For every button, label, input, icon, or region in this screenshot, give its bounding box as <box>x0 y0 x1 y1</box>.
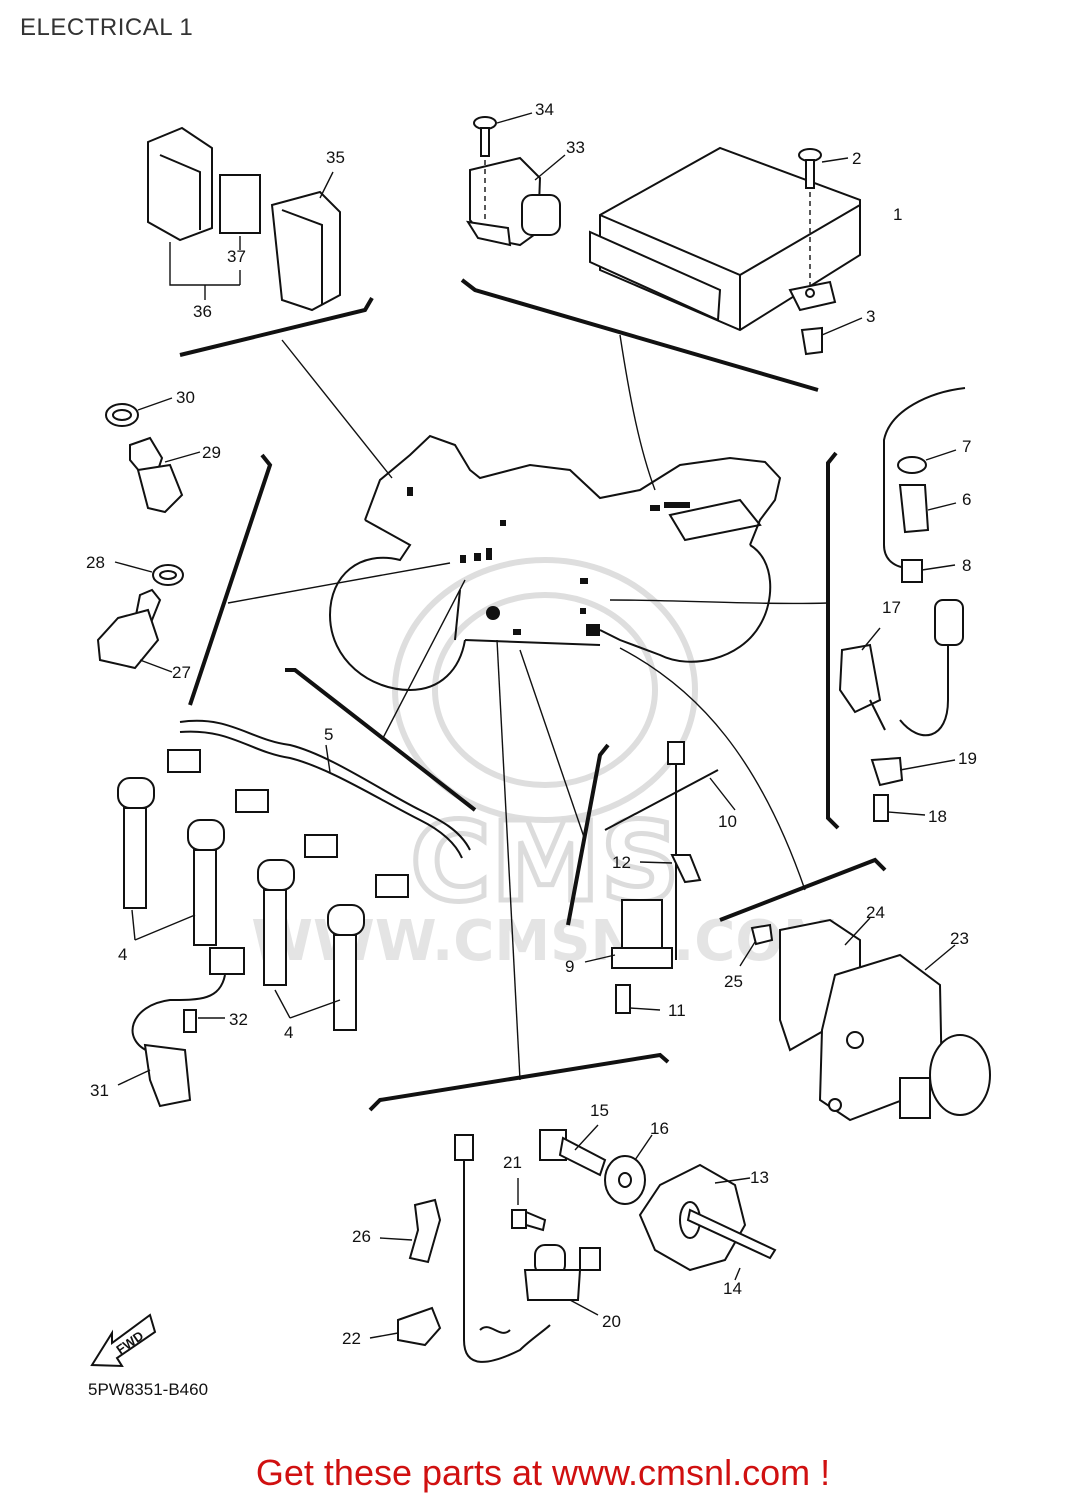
part-bolt-32 <box>183 1009 225 1033</box>
callout-labels: 1 2 3 4 4 5 6 7 8 9 10 11 12 13 14 15 16… <box>86 100 977 1348</box>
callout-31: 31 <box>90 1081 109 1100</box>
part-harness-5 <box>167 719 471 898</box>
callout-22: 22 <box>342 1329 361 1348</box>
part-washer-16 <box>604 1134 653 1205</box>
part-grommet-3 <box>800 317 863 356</box>
part-throttle-23-24 <box>779 917 991 1122</box>
part-washer-28 <box>114 561 184 586</box>
promo-banner[interactable]: Get these parts at www.cmsnl.com ! <box>255 1452 831 1493</box>
callout-6: 6 <box>962 490 971 509</box>
callout-32: 32 <box>229 1010 248 1029</box>
callout-4: 4 <box>118 945 127 964</box>
callout-23: 23 <box>950 929 969 948</box>
part-sensor-33 <box>466 154 566 247</box>
part-ignition-coils-4 <box>117 777 365 1031</box>
part-sensor-29 <box>129 436 201 514</box>
callout-7: 7 <box>962 437 971 456</box>
part-washer-30 <box>105 397 173 427</box>
part-screw-34 <box>473 112 533 220</box>
callout-21: 21 <box>503 1153 522 1172</box>
part-sensor-27 <box>96 588 173 673</box>
callout-29: 29 <box>202 443 221 462</box>
callout-37: 37 <box>227 247 246 266</box>
callout-28: 28 <box>86 553 105 572</box>
callout-16: 16 <box>650 1119 669 1138</box>
callout-2: 2 <box>852 149 861 168</box>
part-rotor-13-14 <box>638 1163 777 1281</box>
callout-27: 27 <box>172 663 191 682</box>
callout-3: 3 <box>866 307 875 326</box>
callout-24: 24 <box>866 903 885 922</box>
part-switch-17-19 <box>838 599 964 787</box>
callout-13: 13 <box>750 1168 769 1187</box>
callout-34: 34 <box>535 100 554 119</box>
callout-10: 10 <box>718 812 737 831</box>
part-bolt-15 <box>539 1124 607 1177</box>
diagram-code: 5PW8351-B460 <box>88 1380 209 1399</box>
part-clip-22 <box>369 1306 442 1347</box>
callout-5: 5 <box>324 725 333 744</box>
callout-25: 25 <box>724 972 743 991</box>
group-brackets <box>179 278 887 1112</box>
part-ecu <box>589 146 861 332</box>
part-sensor-6-7-8 <box>883 387 966 583</box>
callout-4: 4 <box>284 1023 293 1042</box>
callout-8: 8 <box>962 556 971 575</box>
callout-15: 15 <box>590 1101 609 1120</box>
callout-19: 19 <box>958 749 977 768</box>
part-bolt-18 <box>873 794 926 822</box>
callout-9: 9 <box>565 957 574 976</box>
part-bolt-11 <box>615 984 661 1014</box>
part-harness-lead <box>454 1134 551 1363</box>
callout-20: 20 <box>602 1312 621 1331</box>
part-sensor-9-12 <box>584 741 736 969</box>
part-sensor-31 <box>117 947 245 1108</box>
callout-17: 17 <box>882 598 901 617</box>
callout-35: 35 <box>326 148 345 167</box>
callout-36: 36 <box>193 302 212 321</box>
motorcycle-outline <box>328 434 782 692</box>
callout-12: 12 <box>612 853 631 872</box>
callout-30: 30 <box>176 388 195 407</box>
part-screw-2 <box>798 148 849 285</box>
page-title: ELECTRICAL 1 <box>20 14 194 41</box>
part-clip-26 <box>379 1198 442 1264</box>
callout-11: 11 <box>668 1001 686 1020</box>
part-screw-25 <box>739 923 774 967</box>
callout-1: 1 <box>893 205 902 224</box>
part-relays-35-37 <box>147 126 341 312</box>
callout-26: 26 <box>352 1227 371 1246</box>
callout-33: 33 <box>566 138 585 157</box>
part-bolt-21 <box>511 1178 547 1232</box>
callout-18: 18 <box>928 807 947 826</box>
fwd-arrow-icon: FWD <box>90 1313 157 1368</box>
callout-14: 14 <box>723 1279 742 1298</box>
part-sensor-20 <box>523 1244 601 1316</box>
